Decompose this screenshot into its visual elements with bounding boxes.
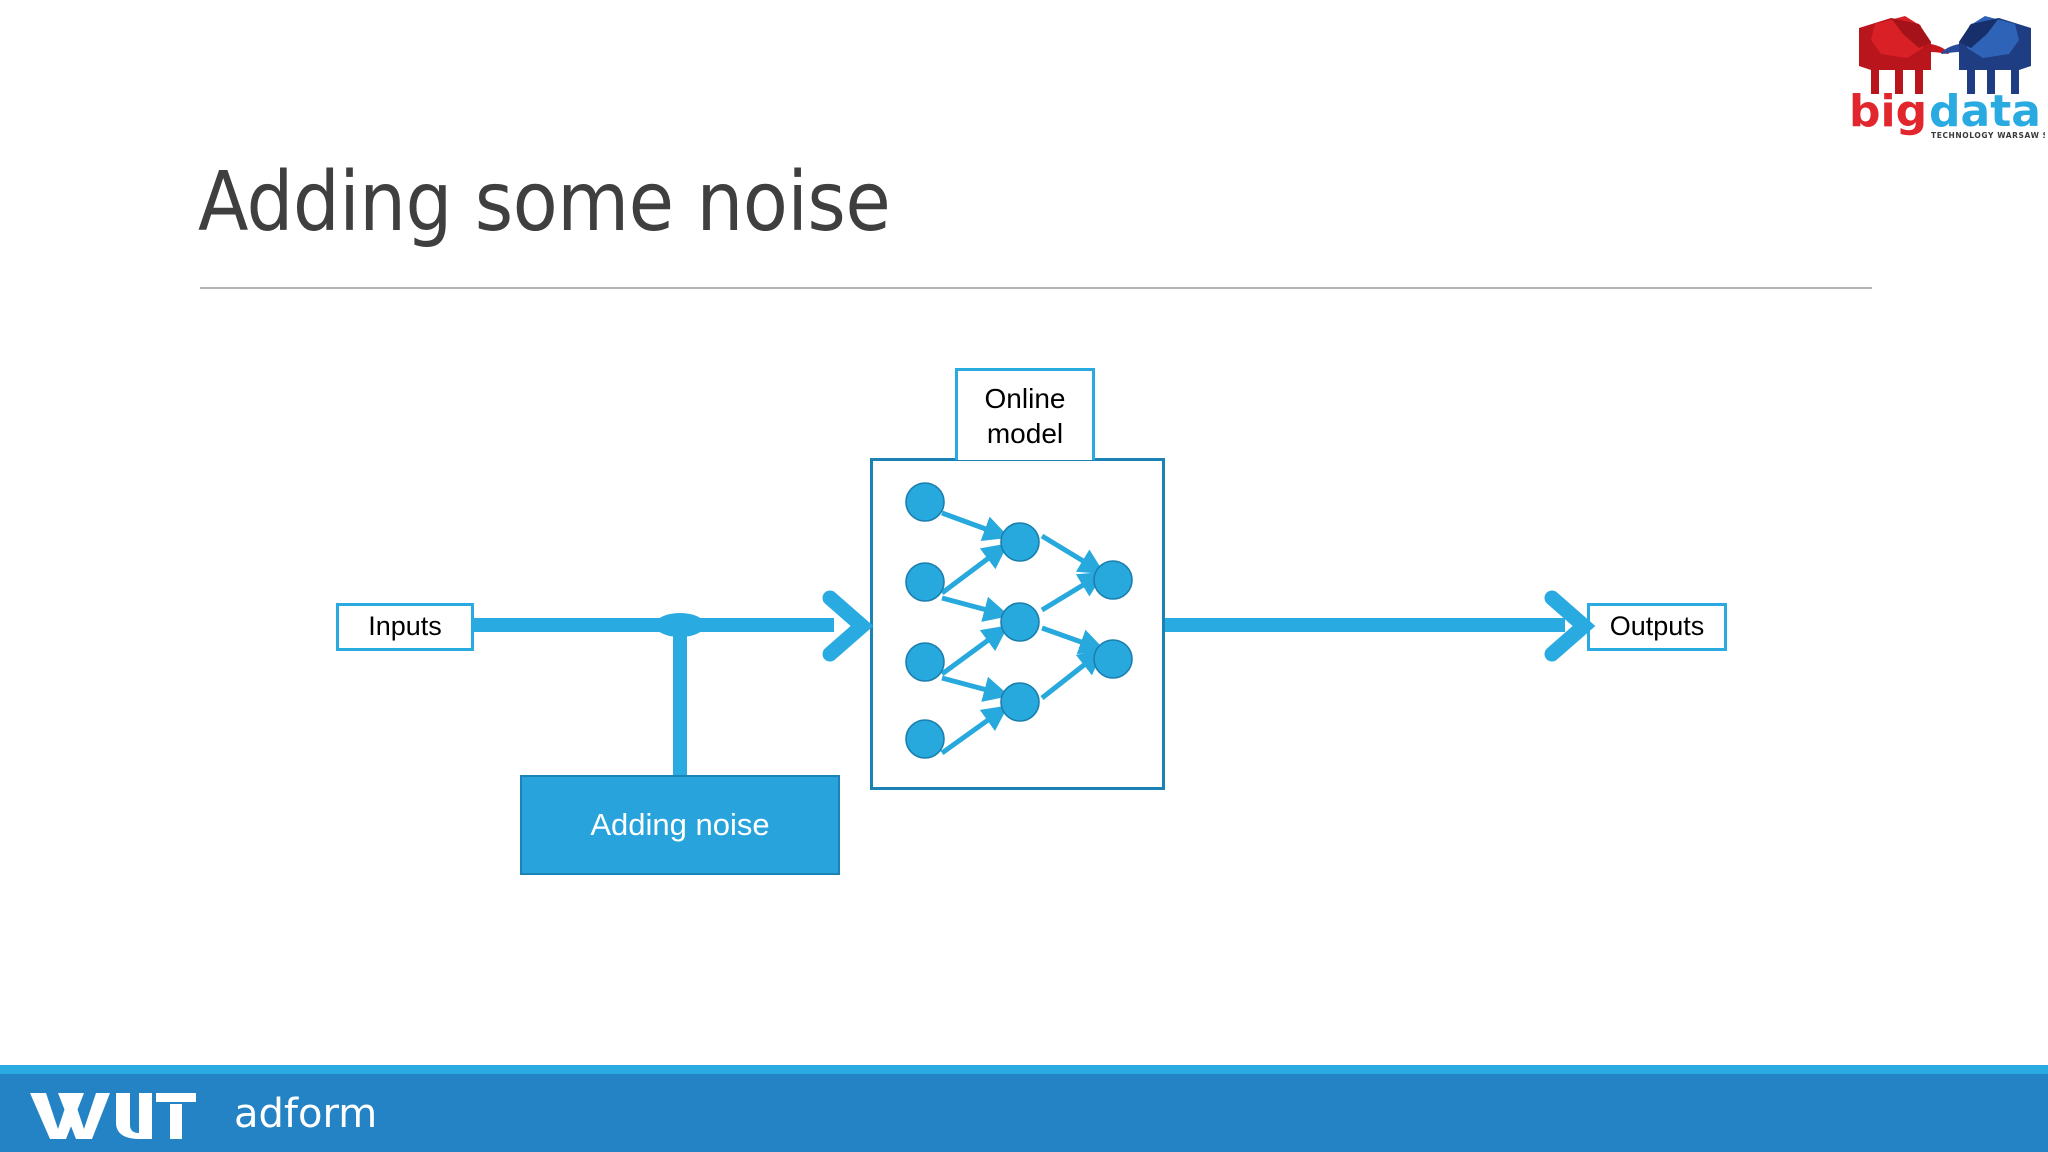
nn-node-input-2	[905, 562, 945, 602]
wire-inputs-to-model	[474, 618, 834, 632]
nn-node-hidden-1	[1000, 522, 1040, 562]
nn-node-input-3	[905, 642, 945, 682]
adform-wordmark: adform	[234, 1091, 377, 1137]
bigdata-logo: big data TECHNOLOGY WARSAW SUMMIT	[1845, 8, 2045, 140]
nn-node-hidden-3	[1000, 682, 1040, 722]
nn-node-input-1	[905, 482, 945, 522]
page-title: Adding some noise	[198, 155, 891, 250]
footer-band	[0, 1074, 2048, 1152]
adding-noise-label: Adding noise	[590, 807, 770, 842]
online-model-label-line2: model	[986, 417, 1064, 449]
outputs-box: Outputs	[1587, 603, 1727, 651]
bigdata-logo-graphic: big data TECHNOLOGY WARSAW SUMMIT	[1849, 16, 2045, 140]
arrowhead-to-model-icon	[822, 590, 874, 662]
title-divider	[200, 287, 1872, 289]
wire-noise-branch	[673, 625, 687, 777]
adform-logo: adform	[234, 1091, 377, 1137]
nn-node-output-1	[1093, 560, 1133, 600]
wire-junction-dot	[655, 613, 705, 637]
logo-word-data: data	[1929, 86, 2041, 137]
nn-edges	[940, 510, 1106, 756]
nn-node-output-2	[1093, 639, 1133, 679]
elephant-blue-icon	[1941, 16, 2031, 94]
inputs-label: Inputs	[368, 611, 442, 642]
nn-node-input-4	[905, 719, 945, 759]
logo-word-big: big	[1849, 86, 1927, 137]
online-model-label-line1: Online	[984, 382, 1066, 414]
wire-model-to-outputs	[1165, 618, 1565, 632]
footer-logo-group: adform	[28, 1086, 384, 1142]
adding-noise-box: Adding noise	[520, 775, 840, 875]
nn-nodes	[905, 482, 1133, 759]
wut-logo	[30, 1093, 196, 1139]
nn-node-hidden-2	[1000, 602, 1040, 642]
logo-tagline: TECHNOLOGY WARSAW SUMMIT	[1931, 131, 2045, 140]
arrowhead-to-outputs-icon	[1544, 590, 1596, 662]
footer-accent-strip	[0, 1065, 2048, 1074]
neural-network-diagram	[905, 482, 1133, 759]
online-model-label-box: Online model	[955, 368, 1095, 460]
inputs-box: Inputs	[336, 603, 474, 651]
elephant-red-icon	[1859, 16, 1949, 94]
outputs-label: Outputs	[1609, 611, 1705, 642]
